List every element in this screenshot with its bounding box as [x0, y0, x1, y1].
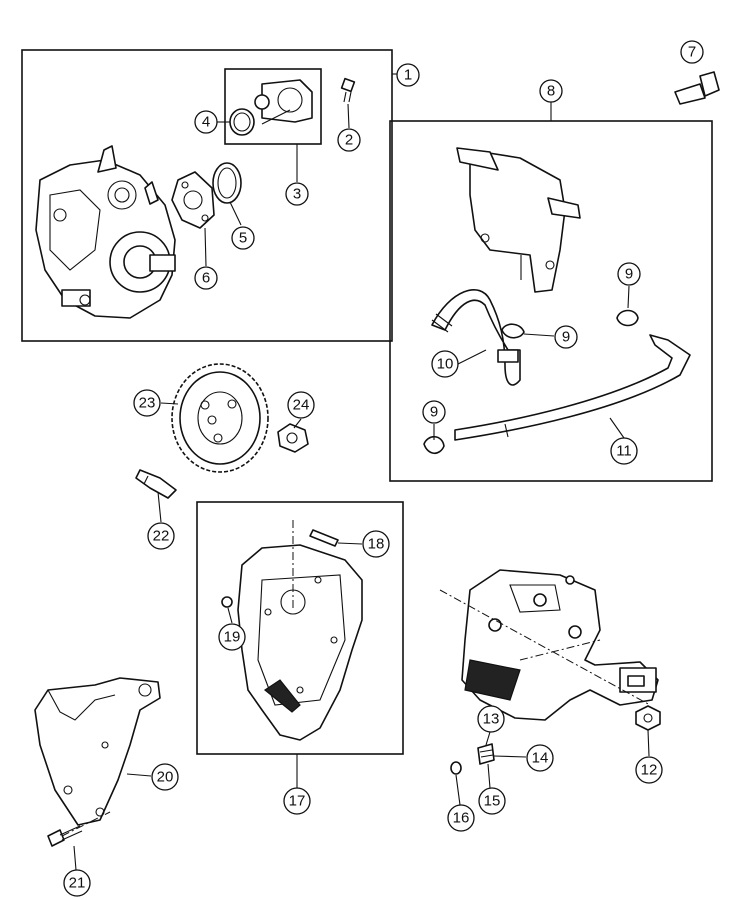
callout-21: 21: [63, 869, 91, 897]
callout-18: 18: [362, 530, 390, 558]
svg-text:2: 2: [345, 132, 353, 149]
svg-text:10: 10: [437, 356, 454, 373]
fuel-hose-11: [454, 334, 691, 441]
callout-5: 5: [231, 226, 255, 250]
nut-24: [277, 423, 309, 453]
stud-22: [135, 469, 177, 499]
callout-13: 13: [477, 705, 505, 733]
svg-text:19: 19: [224, 629, 241, 646]
callout-1: 1: [396, 63, 420, 87]
svg-text:15: 15: [484, 793, 501, 810]
svg-text:22: 22: [153, 528, 170, 545]
svg-text:9: 9: [625, 266, 633, 283]
callout-3: 3: [285, 182, 309, 206]
svg-text:20: 20: [157, 769, 174, 786]
gasket-6: [171, 171, 215, 229]
bracket-20: [34, 677, 161, 826]
bracket-bolt-axis: [61, 811, 111, 837]
callout-9-middle: 9: [554, 325, 578, 349]
svg-text:11: 11: [616, 443, 632, 460]
fuel-pump-assembly-box: [21, 49, 393, 342]
washer-16: [450, 761, 462, 775]
callout-11: 11: [610, 437, 638, 465]
svg-text:13: 13: [483, 711, 500, 728]
svg-text:21: 21: [69, 875, 86, 892]
callout-17: 17: [283, 787, 311, 815]
stud-18: [309, 529, 339, 547]
svg-text:1: 1: [404, 67, 412, 84]
pump-gear-23: [171, 363, 269, 473]
svg-text:9: 9: [562, 329, 570, 346]
svg-text:12: 12: [641, 762, 658, 779]
callout-12: 12: [635, 756, 663, 784]
callout-15: 15: [478, 787, 506, 815]
banjo-bolt-13: [477, 743, 495, 765]
pump-sub-assembly-box: [224, 68, 322, 145]
pump-axis-line: [439, 589, 651, 706]
fuel-injection-pump: [35, 145, 176, 319]
callout-8: 8: [539, 79, 563, 103]
seal-5: [212, 162, 242, 204]
svg-text:6: 6: [202, 270, 210, 287]
bolt-19: [221, 596, 233, 608]
callout-24: 24: [287, 391, 315, 419]
callout-6: 6: [194, 266, 218, 290]
hose-clamp-9-lower: [423, 435, 445, 455]
pressure-valve-assembly: [254, 79, 313, 125]
callout-7: 7: [680, 40, 704, 64]
svg-text:4: 4: [202, 114, 210, 131]
svg-text:9: 9: [430, 404, 438, 421]
callout-20: 20: [151, 763, 179, 791]
callout-16: 16: [447, 804, 475, 832]
fuel-return-bracket: [456, 147, 581, 293]
timing-cover-17: [237, 544, 363, 741]
svg-text:8: 8: [547, 83, 555, 100]
svg-text:5: 5: [239, 230, 247, 247]
svg-text:18: 18: [368, 536, 385, 553]
o-ring-4: [229, 108, 255, 136]
callout-4: 4: [194, 110, 218, 134]
callout-22: 22: [147, 522, 175, 550]
callout-10: 10: [431, 350, 459, 378]
bolt-2: [340, 77, 356, 103]
callout-19: 19: [218, 623, 246, 651]
nut-12: [635, 705, 661, 731]
timing-cover-box: [196, 501, 404, 755]
svg-text:24: 24: [293, 397, 310, 414]
callout-9-upper: 9: [617, 262, 641, 286]
bolt-21: [47, 825, 83, 847]
callout-9-lower: 9: [422, 400, 446, 424]
svg-text:14: 14: [532, 750, 549, 767]
hose-clamp-9-upper: [616, 309, 639, 327]
callout-14: 14: [526, 744, 554, 772]
svg-text:17: 17: [289, 793, 306, 810]
callout-23: 23: [133, 389, 161, 417]
svg-text:7: 7: [688, 44, 696, 61]
svg-text:23: 23: [139, 395, 156, 412]
injection-pump-detail: [461, 569, 659, 721]
fuel-return-hose-10: [431, 289, 521, 386]
svg-text:3: 3: [293, 186, 301, 203]
leader-lines: [73, 73, 650, 871]
pump-axis-line-2: [519, 639, 601, 661]
bolt-7: [674, 71, 720, 105]
svg-text:16: 16: [453, 810, 470, 827]
hose-clamp-9-middle: [501, 323, 525, 339]
callout-2: 2: [337, 128, 361, 152]
